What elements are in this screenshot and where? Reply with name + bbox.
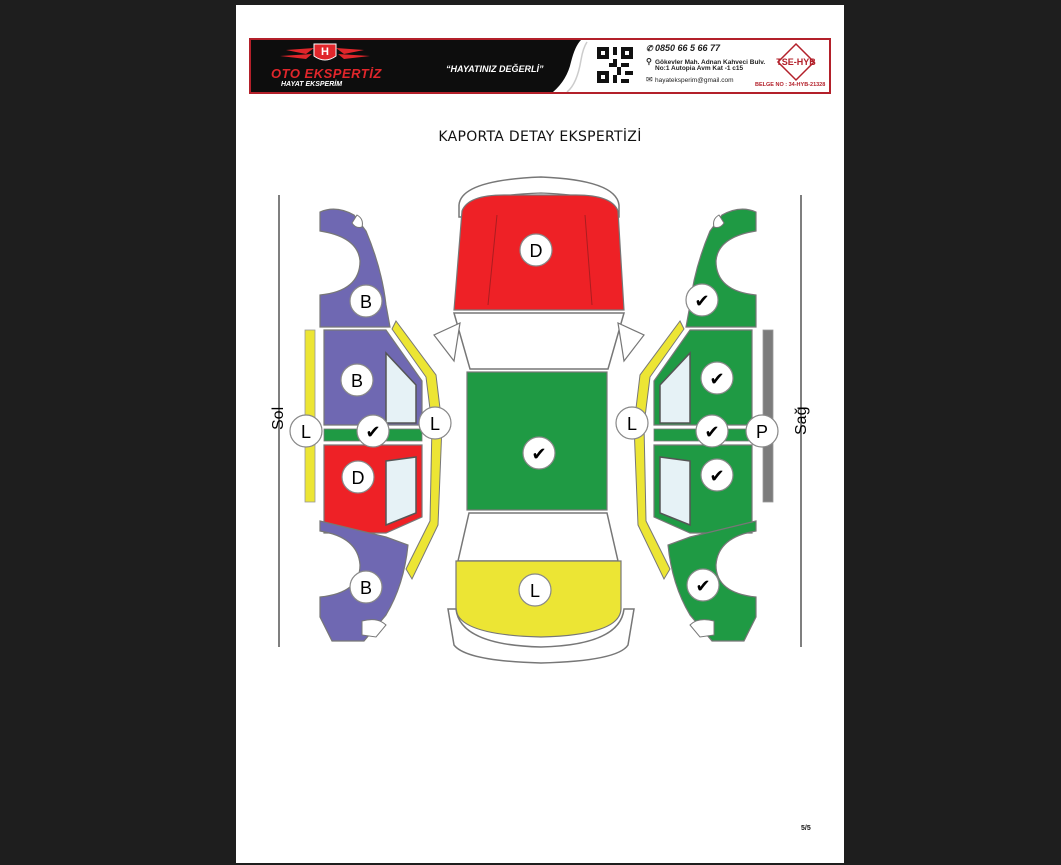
cert-number: BELGE NO : 34-HYB-21328	[755, 82, 826, 88]
right-front-door-window	[659, 351, 691, 424]
marker-left-rear-door: D	[341, 460, 375, 494]
car-damage-diagram: Sol Sağ	[270, 176, 810, 664]
marker-left-front-fender: B	[349, 284, 383, 318]
brand-logo: H	[280, 43, 370, 61]
slogan: “HAYATINIZ DEĞERLİ”	[446, 64, 544, 74]
svg-text:L: L	[301, 422, 311, 442]
svg-text:✔: ✔	[709, 466, 724, 486]
tse-hyb-badge: TSE-HYB	[776, 42, 816, 82]
svg-text:D: D	[352, 468, 365, 488]
marker-right-center: ✔	[695, 414, 729, 448]
marker-roof: ✔	[522, 436, 556, 470]
marker-right-rear-fender: ✔	[686, 568, 720, 602]
marker-hood: D	[519, 233, 553, 267]
left-side-label: Sol	[270, 407, 287, 430]
marker-left-sill: L	[418, 406, 452, 440]
svg-text:L: L	[627, 414, 637, 434]
svg-text:L: L	[530, 581, 540, 601]
marker-right-sill: L	[615, 406, 649, 440]
svg-text:L: L	[430, 414, 440, 434]
right-side-label: Sağ	[793, 407, 810, 435]
marker-left-rear-fender: B	[349, 570, 383, 604]
address-line-2: No:1 Autopia Avm Kat -1 c15	[646, 65, 743, 72]
email-line: ✉hayateksperim@gmail.com	[646, 75, 734, 84]
location-pin-icon: ⚲	[646, 57, 652, 66]
svg-text:✔: ✔	[531, 444, 546, 464]
svg-text:B: B	[351, 371, 363, 391]
mail-icon: ✉	[646, 75, 653, 84]
report-page: H OTO EKSPERTİZ HAYAT EKSPERİM “HAYATINI…	[236, 5, 844, 863]
phone-number: 0850 66 5 66 77	[655, 43, 721, 53]
svg-text:✔: ✔	[694, 291, 709, 311]
marker-left-rocker: L	[289, 414, 323, 448]
rear-bumper	[447, 608, 635, 664]
tse-badge-text: TSE-HYB	[776, 57, 816, 67]
qr-code-icon	[597, 47, 633, 83]
marker-right-front-door: ✔	[700, 361, 734, 395]
svg-text:D: D	[530, 241, 543, 261]
marker-right-front-fender: ✔	[685, 283, 719, 317]
marker-left-front-door: B	[340, 363, 374, 397]
address-text-1: Gökevler Mah. Adnan Kahveci Bulv.	[655, 59, 766, 66]
brand-subtitle: HAYAT EKSPERİM	[281, 81, 343, 88]
marker-right-rocker: P	[745, 414, 779, 448]
marker-left-center: ✔	[356, 414, 390, 448]
windshield	[453, 312, 625, 370]
phone-icon: ✆	[646, 44, 653, 53]
svg-text:B: B	[360, 292, 372, 312]
page-title: KAPORTA DETAY EKSPERTİZİ	[438, 129, 642, 145]
svg-text:B: B	[360, 578, 372, 598]
email-text: hayateksperim@gmail.com	[655, 77, 734, 84]
brand-name: OTO EKSPERTİZ	[271, 66, 382, 81]
svg-text:✔: ✔	[709, 369, 724, 389]
marker-right-rear-door: ✔	[700, 458, 734, 492]
address-text-2: No:1 Autopia Avm Kat -1 c15	[655, 65, 744, 72]
page-curl-decoration	[553, 40, 597, 92]
left-front-door-window	[385, 351, 417, 424]
svg-text:✔: ✔	[704, 422, 719, 442]
page-number: 5/5	[801, 825, 811, 832]
marker-trunk: L	[518, 573, 552, 607]
svg-text:P: P	[756, 422, 768, 442]
rear-window	[457, 512, 619, 562]
svg-text:✔: ✔	[365, 422, 380, 442]
svg-text:✔: ✔	[695, 576, 710, 596]
right-rear-door-window	[659, 456, 691, 527]
header-banner: H OTO EKSPERTİZ HAYAT EKSPERİM “HAYATINI…	[249, 38, 831, 94]
address-line-1: ⚲Gökevler Mah. Adnan Kahveci Bulv.	[646, 57, 765, 66]
logo-letter: H	[321, 46, 329, 58]
left-rear-door-window	[385, 456, 417, 527]
phone-line: ✆0850 66 5 66 77	[646, 43, 720, 53]
